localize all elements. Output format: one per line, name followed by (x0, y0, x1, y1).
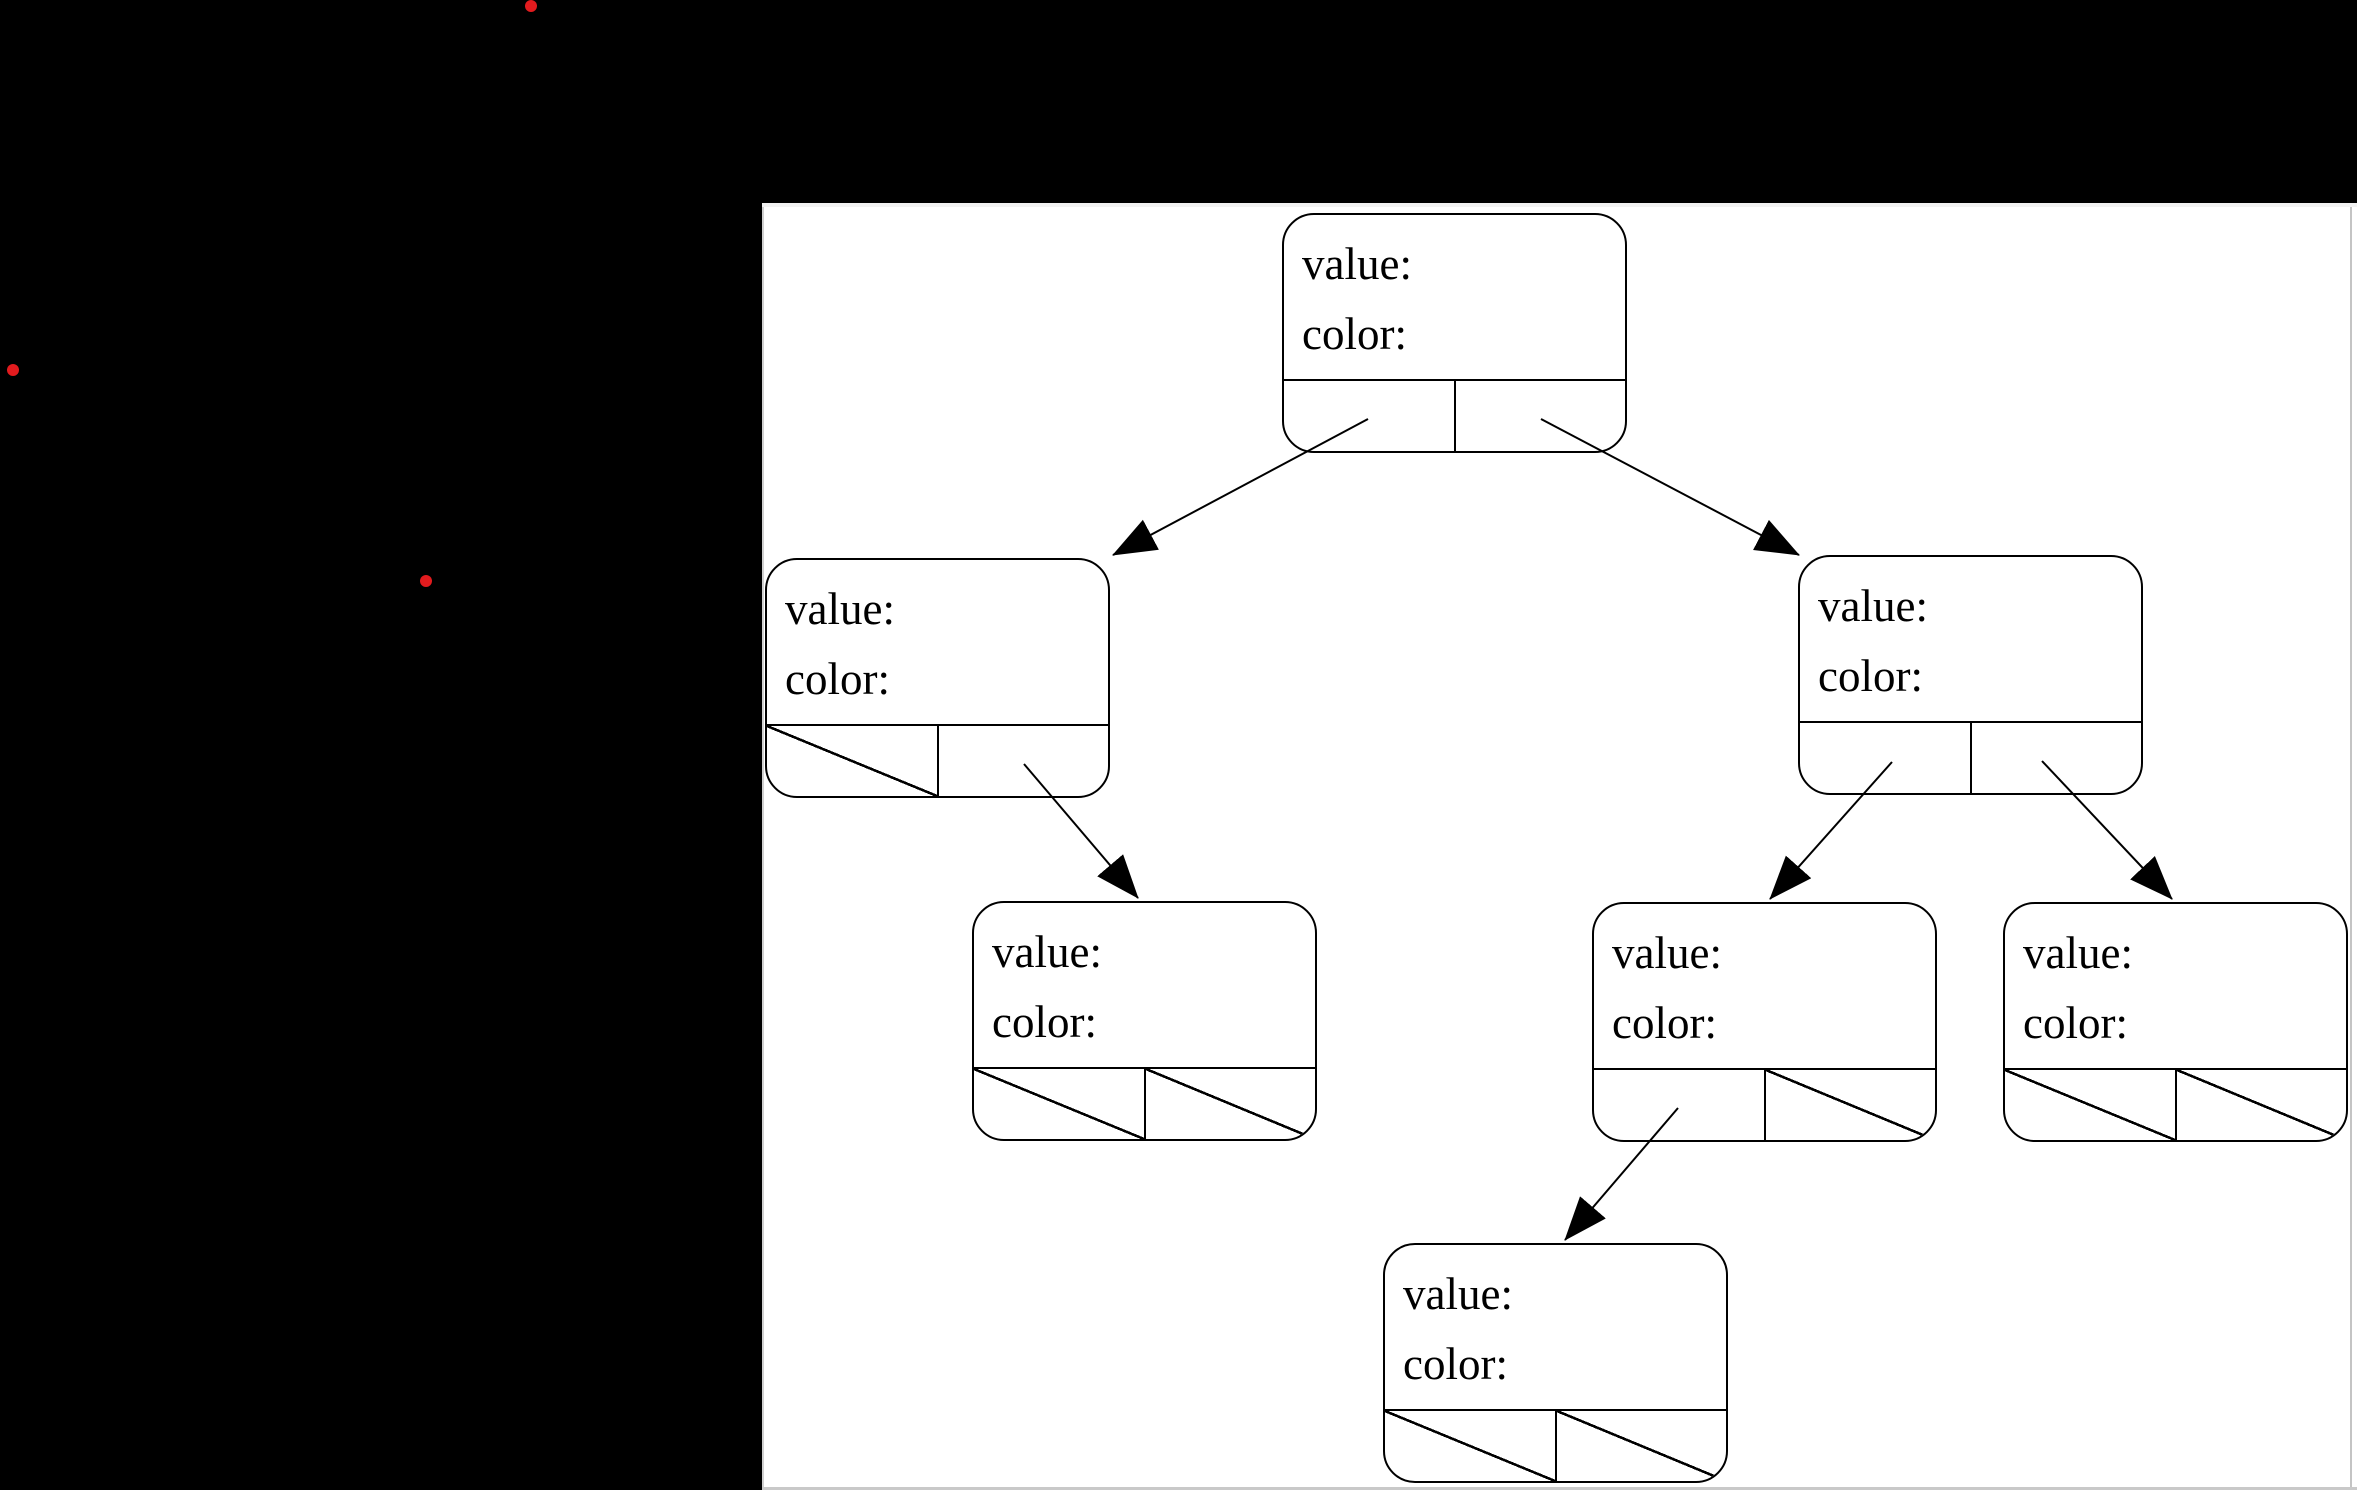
red-marker-dot-2 (7, 364, 19, 376)
left-pointer-cell-null (2005, 1070, 2177, 1140)
tree-node-root: value: color: (1282, 213, 1627, 453)
document-panel: value:color:value:color:value:color:valu… (762, 203, 2357, 1490)
node-field-color: color: (785, 654, 890, 704)
node-fields: value: color: (1385, 1245, 1726, 1399)
panel-left-edge (762, 207, 764, 1490)
right-pointer-cell-null (1145, 1069, 1315, 1139)
pointer-row (974, 1067, 1315, 1139)
pointer-row (2005, 1068, 2346, 1140)
right-pointer-cell-null (1765, 1070, 1935, 1140)
panel-right-edge (2350, 207, 2352, 1490)
right-pointer-cell-null (1556, 1411, 1726, 1481)
left-pointer-cell-null (1385, 1411, 1557, 1481)
right-pointer-cell (1972, 723, 2142, 793)
tree-node-l: value: color: (765, 558, 1110, 798)
node-field-value: value: (1612, 928, 1722, 978)
right-pointer-cell (939, 726, 1109, 796)
red-marker-dot-1 (525, 0, 537, 12)
pointer-row (1284, 379, 1625, 451)
panel-top-strip (762, 203, 2357, 207)
node-field-value: value: (785, 584, 895, 634)
left-pointer-cell-null (974, 1069, 1146, 1139)
pointer-row (1800, 721, 2141, 793)
tree-node-r-l: value: color: (1592, 902, 1937, 1142)
node-field-value: value: (1302, 239, 1412, 289)
node-field-value: value: (1818, 581, 1928, 631)
node-fields: value: color: (1594, 904, 1935, 1058)
pointer-row (1385, 1409, 1726, 1481)
left-pointer-cell (1284, 381, 1456, 451)
left-pointer-cell (1594, 1070, 1766, 1140)
red-marker-dot-3 (420, 575, 432, 587)
node-field-value: value: (2023, 928, 2133, 978)
tree-node-r: value: color: (1798, 555, 2143, 795)
pointer-row (767, 724, 1108, 796)
right-pointer-cell-null (2176, 1070, 2346, 1140)
left-pointer-cell (1800, 723, 1972, 793)
pointer-row (1594, 1068, 1935, 1140)
panel-bottom-edge (762, 1487, 2357, 1490)
left-pointer-cell-null (767, 726, 939, 796)
node-field-color: color: (2023, 998, 2128, 1048)
node-fields: value: color: (974, 903, 1315, 1057)
tree-node-r-l-l: value: color: (1383, 1243, 1728, 1483)
node-field-value: value: (992, 927, 1102, 977)
node-fields: value: color: (767, 560, 1108, 714)
node-field-color: color: (1612, 998, 1717, 1048)
tree-node-l-r: value: color: (972, 901, 1317, 1141)
tree-node-r-r: value: color: (2003, 902, 2348, 1142)
node-fields: value: color: (1800, 557, 2141, 711)
node-fields: value: color: (1284, 215, 1625, 369)
right-pointer-cell (1456, 381, 1626, 451)
node-field-color: color: (1818, 651, 1923, 701)
node-field-value: value: (1403, 1269, 1513, 1319)
node-fields: value: color: (2005, 904, 2346, 1058)
node-field-color: color: (1302, 309, 1407, 359)
node-field-color: color: (992, 997, 1097, 1047)
node-field-color: color: (1403, 1339, 1508, 1389)
